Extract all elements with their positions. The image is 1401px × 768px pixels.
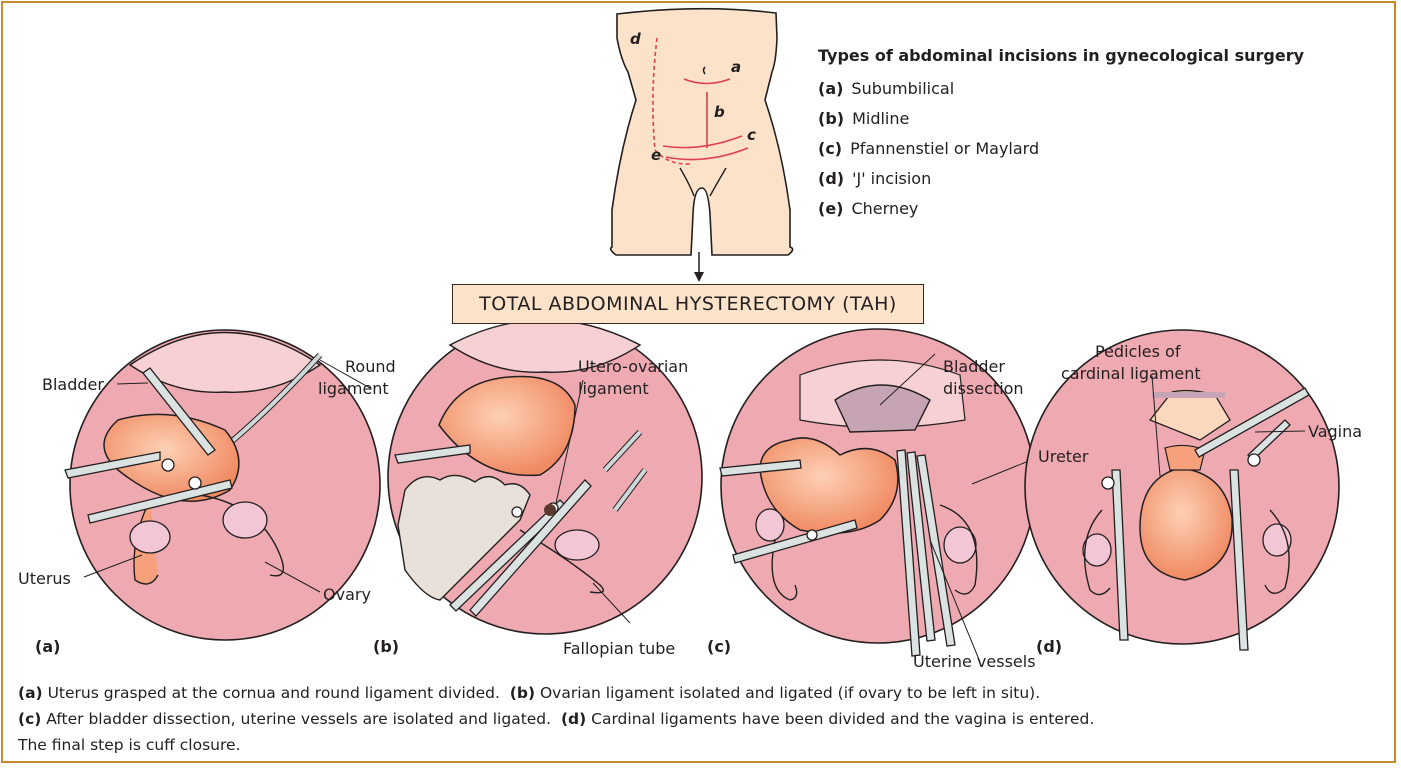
- torso-letter-b: b: [714, 103, 725, 121]
- callout-bladder-dissection-1: Bladder: [943, 356, 1005, 377]
- callout-ovary: Ovary: [323, 584, 371, 605]
- legend-title: Types of abdominal incisions in gynecolo…: [818, 46, 1304, 65]
- legend-item-c: (c)Pfannenstiel or Maylard: [818, 134, 1304, 164]
- callout-uterus: Uterus: [18, 568, 71, 589]
- callout-vagina: Vagina: [1308, 421, 1362, 442]
- legend-item-a: (a)Subumbilical: [818, 74, 1304, 104]
- callout-ureter: Ureter: [1038, 446, 1088, 467]
- panel-label-a: (a): [35, 637, 60, 656]
- callout-fallopian-tube: Fallopian tube: [563, 638, 675, 659]
- torso-letter-c: c: [747, 126, 756, 144]
- legend-item-e: (e)Cherney: [818, 194, 1304, 224]
- torso-letter-e: e: [651, 146, 661, 164]
- panel-label-d: (d): [1036, 637, 1062, 656]
- torso-letter-a: a: [731, 58, 741, 76]
- panel-label-b: (b): [373, 637, 399, 656]
- callout-uterine-vessels: Uterine vessels: [913, 651, 1036, 672]
- down-arrow-icon: [694, 272, 704, 282]
- caption-line-1: (a) Uterus grasped at the cornua and rou…: [18, 680, 1388, 706]
- panel-label-c: (c): [707, 637, 731, 656]
- caption-line-2: (c) After bladder dissection, uterine ve…: [18, 706, 1388, 732]
- callout-bladder-dissection-2: dissection: [943, 378, 1024, 399]
- callout-round-ligament-1: Round: [345, 356, 396, 377]
- callout-bladder: Bladder: [42, 374, 104, 395]
- callout-round-ligament-2: ligament: [318, 378, 389, 399]
- caption-line-3: The final step is cuff closure.: [18, 732, 1388, 758]
- callout-utero-ovarian-2: ligament: [578, 378, 649, 399]
- torso-letter-d: d: [630, 30, 641, 48]
- legend-item-d: (d)'J' incision: [818, 164, 1304, 194]
- callout-utero-ovarian-1: Utero-ovarian: [578, 356, 688, 377]
- figure-caption: (a) Uterus grasped at the cornua and rou…: [18, 680, 1388, 758]
- callout-pedicles-2: cardinal ligament: [1061, 363, 1201, 384]
- incision-legend: Types of abdominal incisions in gynecolo…: [818, 46, 1304, 224]
- procedure-title-box: TOTAL ABDOMINAL HYSTERECTOMY (TAH): [452, 284, 924, 324]
- callout-pedicles-1: Pedicles of: [1095, 341, 1180, 362]
- legend-item-b: (b)Midline: [818, 104, 1304, 134]
